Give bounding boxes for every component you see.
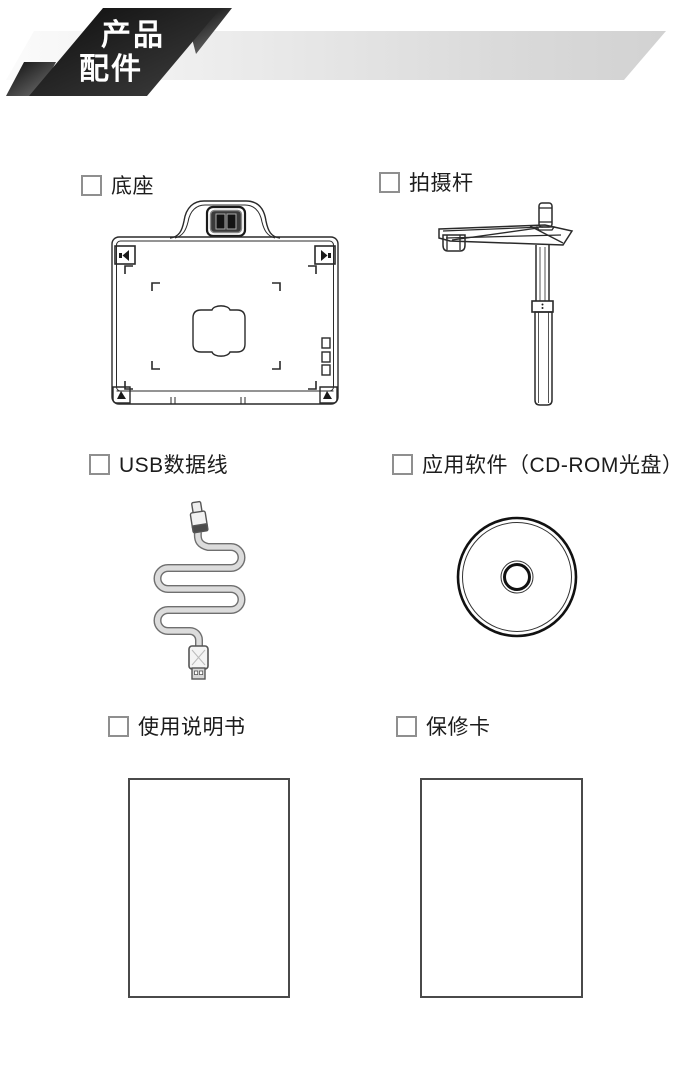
- manual-label: 使用说明书: [138, 716, 246, 739]
- item-usb-cable: USB数据线: [89, 449, 228, 479]
- base-checkbox[interactable]: [81, 174, 102, 196]
- base-label: 底座: [111, 175, 154, 198]
- usb-cable-label: USB数据线: [119, 454, 229, 477]
- manual-checkbox[interactable]: [108, 715, 129, 737]
- item-camera-arm: 拍摄杆: [379, 167, 474, 197]
- item-base: 底座: [81, 170, 154, 200]
- item-cd-rom: 应用软件（CD-ROM光盘）: [392, 449, 683, 479]
- usb-cable-checkbox[interactable]: [89, 453, 110, 475]
- item-warranty: 保修卡: [396, 711, 491, 741]
- usb-cable-illustration: [153, 500, 246, 680]
- warranty-checkbox[interactable]: [396, 715, 417, 737]
- banner-title-line2: 配件: [79, 53, 143, 86]
- banner-title-line1: 产品: [101, 19, 165, 52]
- banner-accent-bottom-left: [6, 62, 56, 96]
- base-illustration: [111, 200, 339, 405]
- cd-rom-checkbox[interactable]: [392, 453, 413, 475]
- cd-illustration: [456, 516, 578, 638]
- warranty-label: 保修卡: [426, 716, 491, 739]
- item-manual: 使用说明书: [108, 711, 246, 741]
- cd-rom-label: 应用软件（CD-ROM光盘）: [422, 454, 684, 477]
- camera-arm-illustration: [438, 202, 574, 406]
- camera-arm-checkbox[interactable]: [379, 171, 400, 193]
- warranty-illustration: [420, 778, 583, 998]
- camera-arm-label: 拍摄杆: [409, 172, 474, 195]
- manual-illustration: [128, 778, 290, 998]
- banner-black-parallelogram: [29, 8, 221, 96]
- section-banner: 产品 配件: [6, 8, 666, 96]
